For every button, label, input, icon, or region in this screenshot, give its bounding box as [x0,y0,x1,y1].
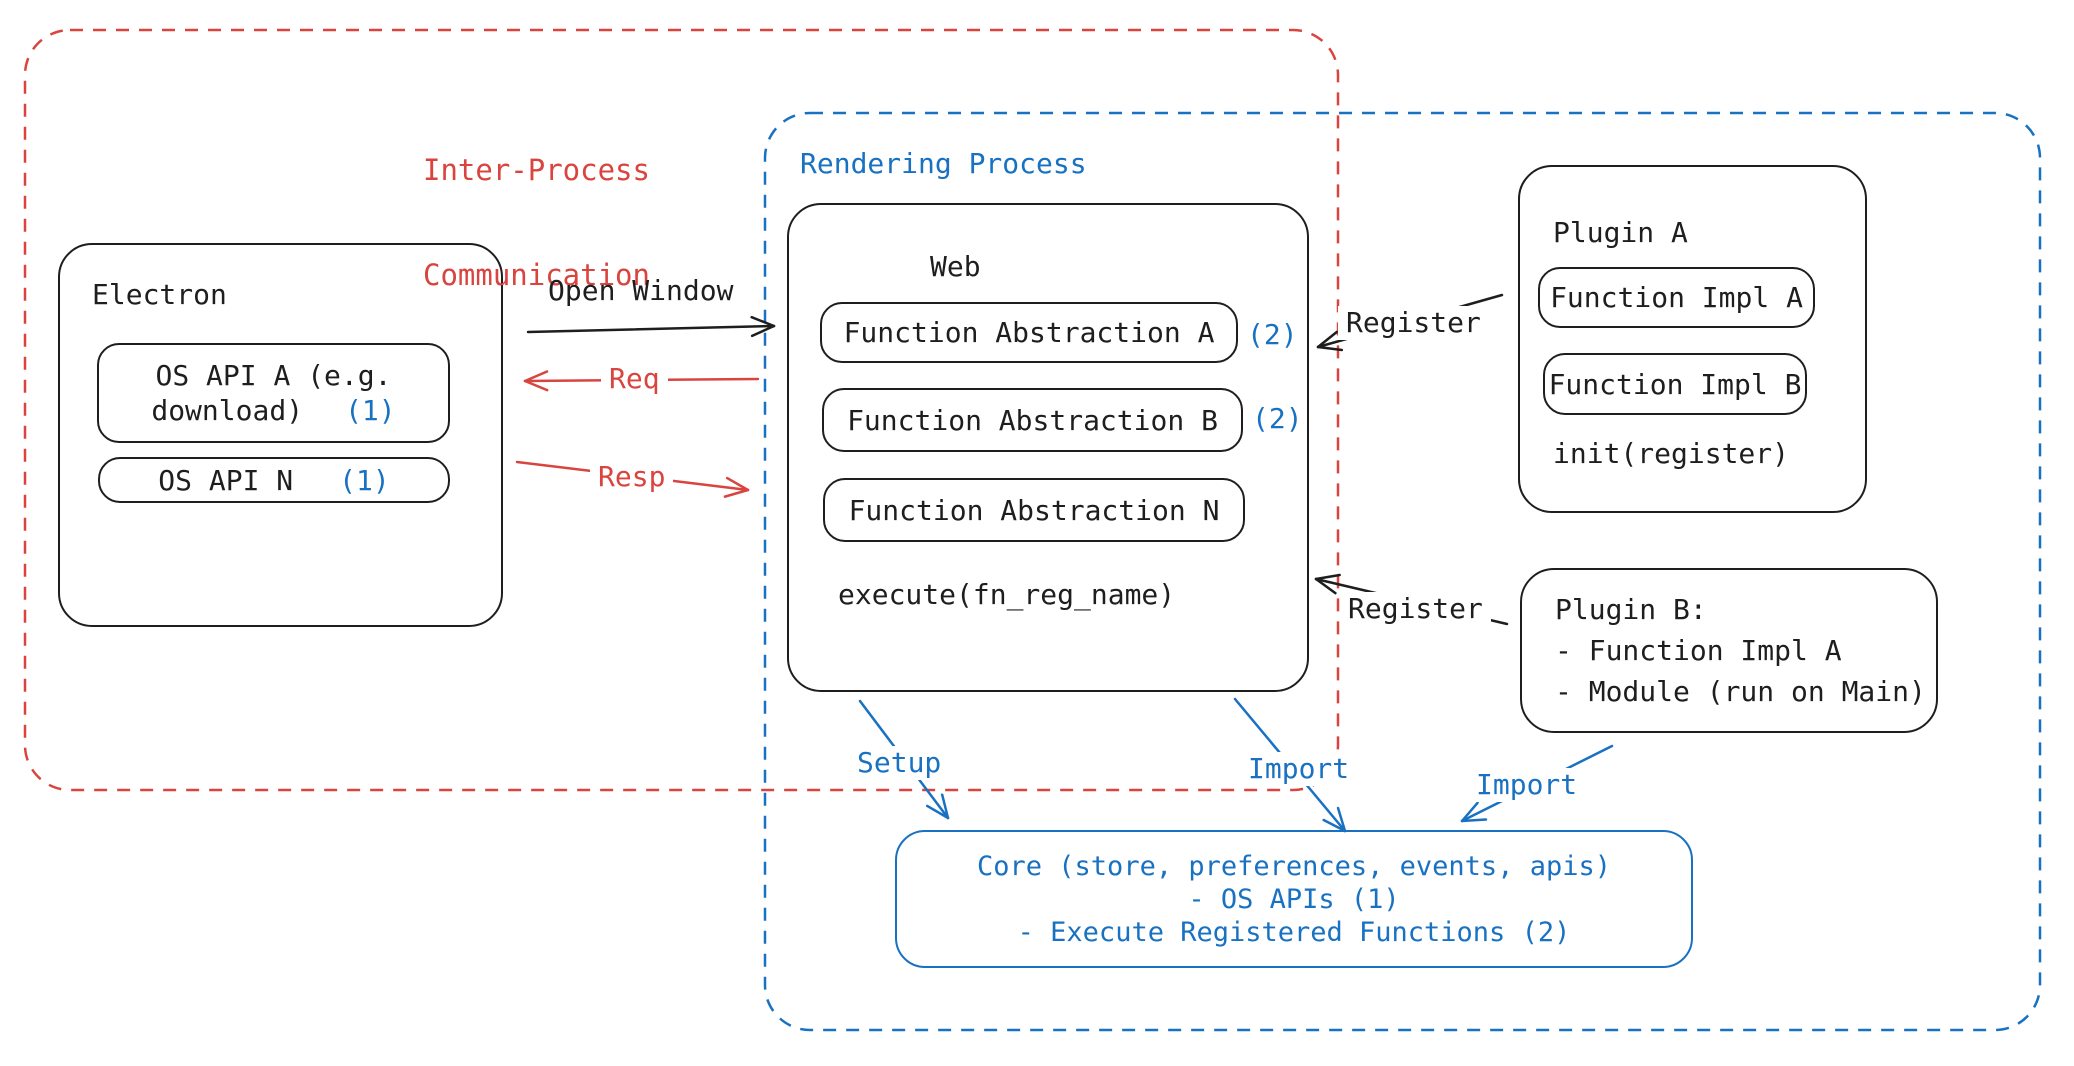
os-api-n-box: OS API N (1) [98,457,450,503]
core-box: Core (store, preferences, events, apis) … [895,830,1693,968]
electron-box [58,243,503,627]
function-abstraction-a-badge: (2) [1247,318,1298,351]
function-impl-a-box: Function Impl A [1538,267,1815,328]
ipc-title-line1: Inter-Process [423,153,650,187]
plugin-a-footer: init(register) [1553,437,1790,470]
req-label: Req [601,362,668,396]
core-line2: - OS APIs (1) [1188,883,1400,915]
web-title: Web [930,250,981,283]
function-abstraction-b-badge: (2) [1252,402,1303,435]
ipc-region-title: Inter-Process Communication [423,83,650,363]
function-impl-b-label: Function Impl B [1548,367,1802,401]
resp-label: Resp [590,460,674,494]
os-api-a-label: download) [151,394,304,427]
os-api-a-badge: (1) [345,394,396,427]
function-abstraction-n-label: Function Abstraction N [848,493,1220,527]
function-impl-b-box: Function Impl B [1543,353,1807,415]
plugin-b-box: Plugin B: - Function Impl A - Module (ru… [1520,568,1938,733]
web-footer: execute(fn_reg_name) [838,578,1176,611]
os-api-n-badge: (1) [339,463,390,497]
open-window-label: Open Window [548,274,734,307]
function-abstraction-a-label: Function Abstraction A [843,316,1215,349]
function-abstraction-b-box: Function Abstraction B [822,388,1243,452]
os-api-n-label: OS API N [158,463,294,497]
function-abstraction-n-box: Function Abstraction N [823,478,1245,542]
plugin-b-line1: Plugin B: [1555,593,1707,626]
import-plugin-label: Import [1468,768,1586,802]
plugin-a-box [1518,165,1867,513]
register-a-label: Register [1338,306,1489,340]
core-line3: - Execute Registered Functions (2) [1017,916,1571,948]
web-box [787,203,1309,692]
plugin-a-title: Plugin A [1553,216,1688,249]
core-line1: Core (store, preferences, events, apis) [977,850,1611,882]
os-api-a-line1: OS API A (e.g. [155,359,392,392]
plugin-b-line2: - Function Impl A [1555,634,1842,667]
register-b-label: Register [1340,592,1491,626]
import-web-label: Import [1240,752,1358,786]
rendering-region-title: Rendering Process [800,147,1087,180]
setup-label: Setup [849,746,950,780]
function-abstraction-a-box: Function Abstraction A [820,302,1238,363]
function-abstraction-b-label: Function Abstraction B [847,403,1218,437]
electron-title: Electron [92,278,227,311]
function-impl-a-label: Function Impl A [1550,281,1803,314]
os-api-a-box: OS API A (e.g. download) (1) [97,343,450,443]
ipc-title-line2: Communication [423,258,650,292]
plugin-b-line3: - Module (run on Main) [1555,675,1926,708]
os-api-a-line2: download) (1) [151,393,395,428]
